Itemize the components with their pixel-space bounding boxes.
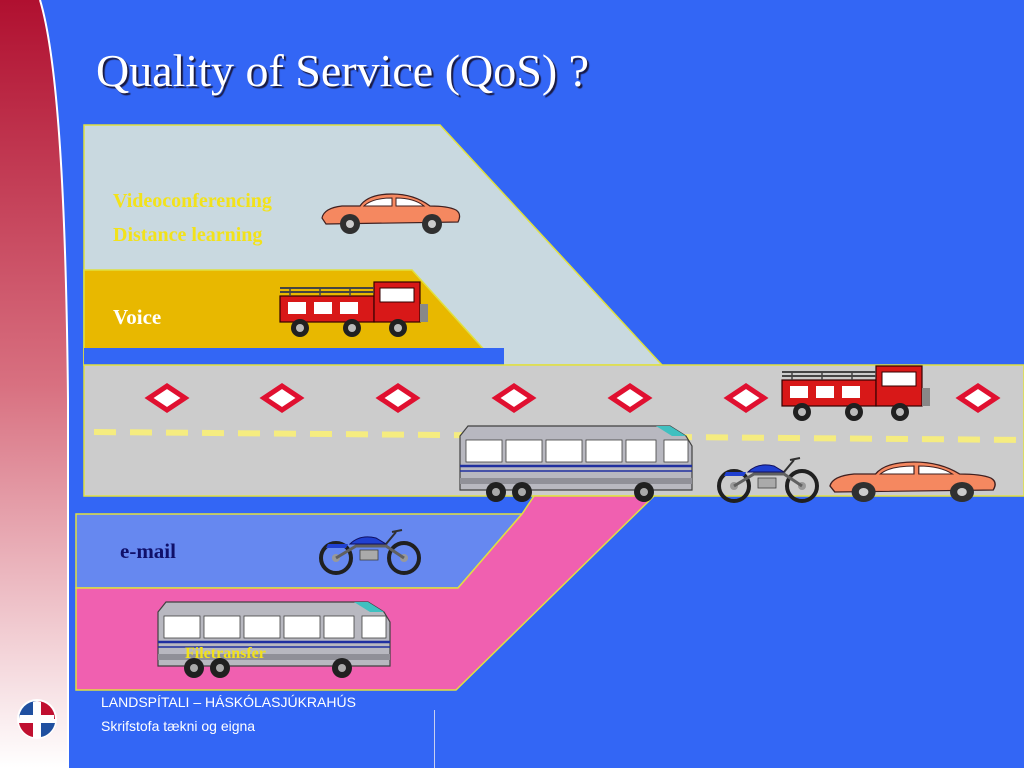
voice-label: Voice: [113, 305, 162, 329]
email-label: e-mail: [120, 539, 176, 563]
footer-organization: LANDSPÍTALI – HÁSKÓLASJÚKRAHÚS: [101, 694, 356, 710]
footer: LANDSPÍTALI – HÁSKÓLASJÚKRAHÚS Skrifstof…: [101, 690, 356, 738]
side-decoration: [0, 0, 68, 768]
footer-department: Skrifstofa tækni og eigna: [101, 718, 256, 734]
lane-marking: [93, 429, 1024, 443]
videoconferencing-text: Videoconferencing: [113, 190, 272, 212]
hospital-logo-icon: [17, 699, 57, 739]
distance-learning-text: Distance learning: [113, 224, 263, 246]
file-transfer-label: Filetransfer: [185, 645, 266, 662]
videoconferencing-label: Videoconferencing Distance learning: [113, 184, 272, 252]
lane-gap: [84, 348, 504, 365]
slide-title: Quality of Service (QoS) ?: [96, 45, 590, 96]
bus-icon: [156, 600, 392, 680]
footer-divider: [434, 710, 435, 768]
